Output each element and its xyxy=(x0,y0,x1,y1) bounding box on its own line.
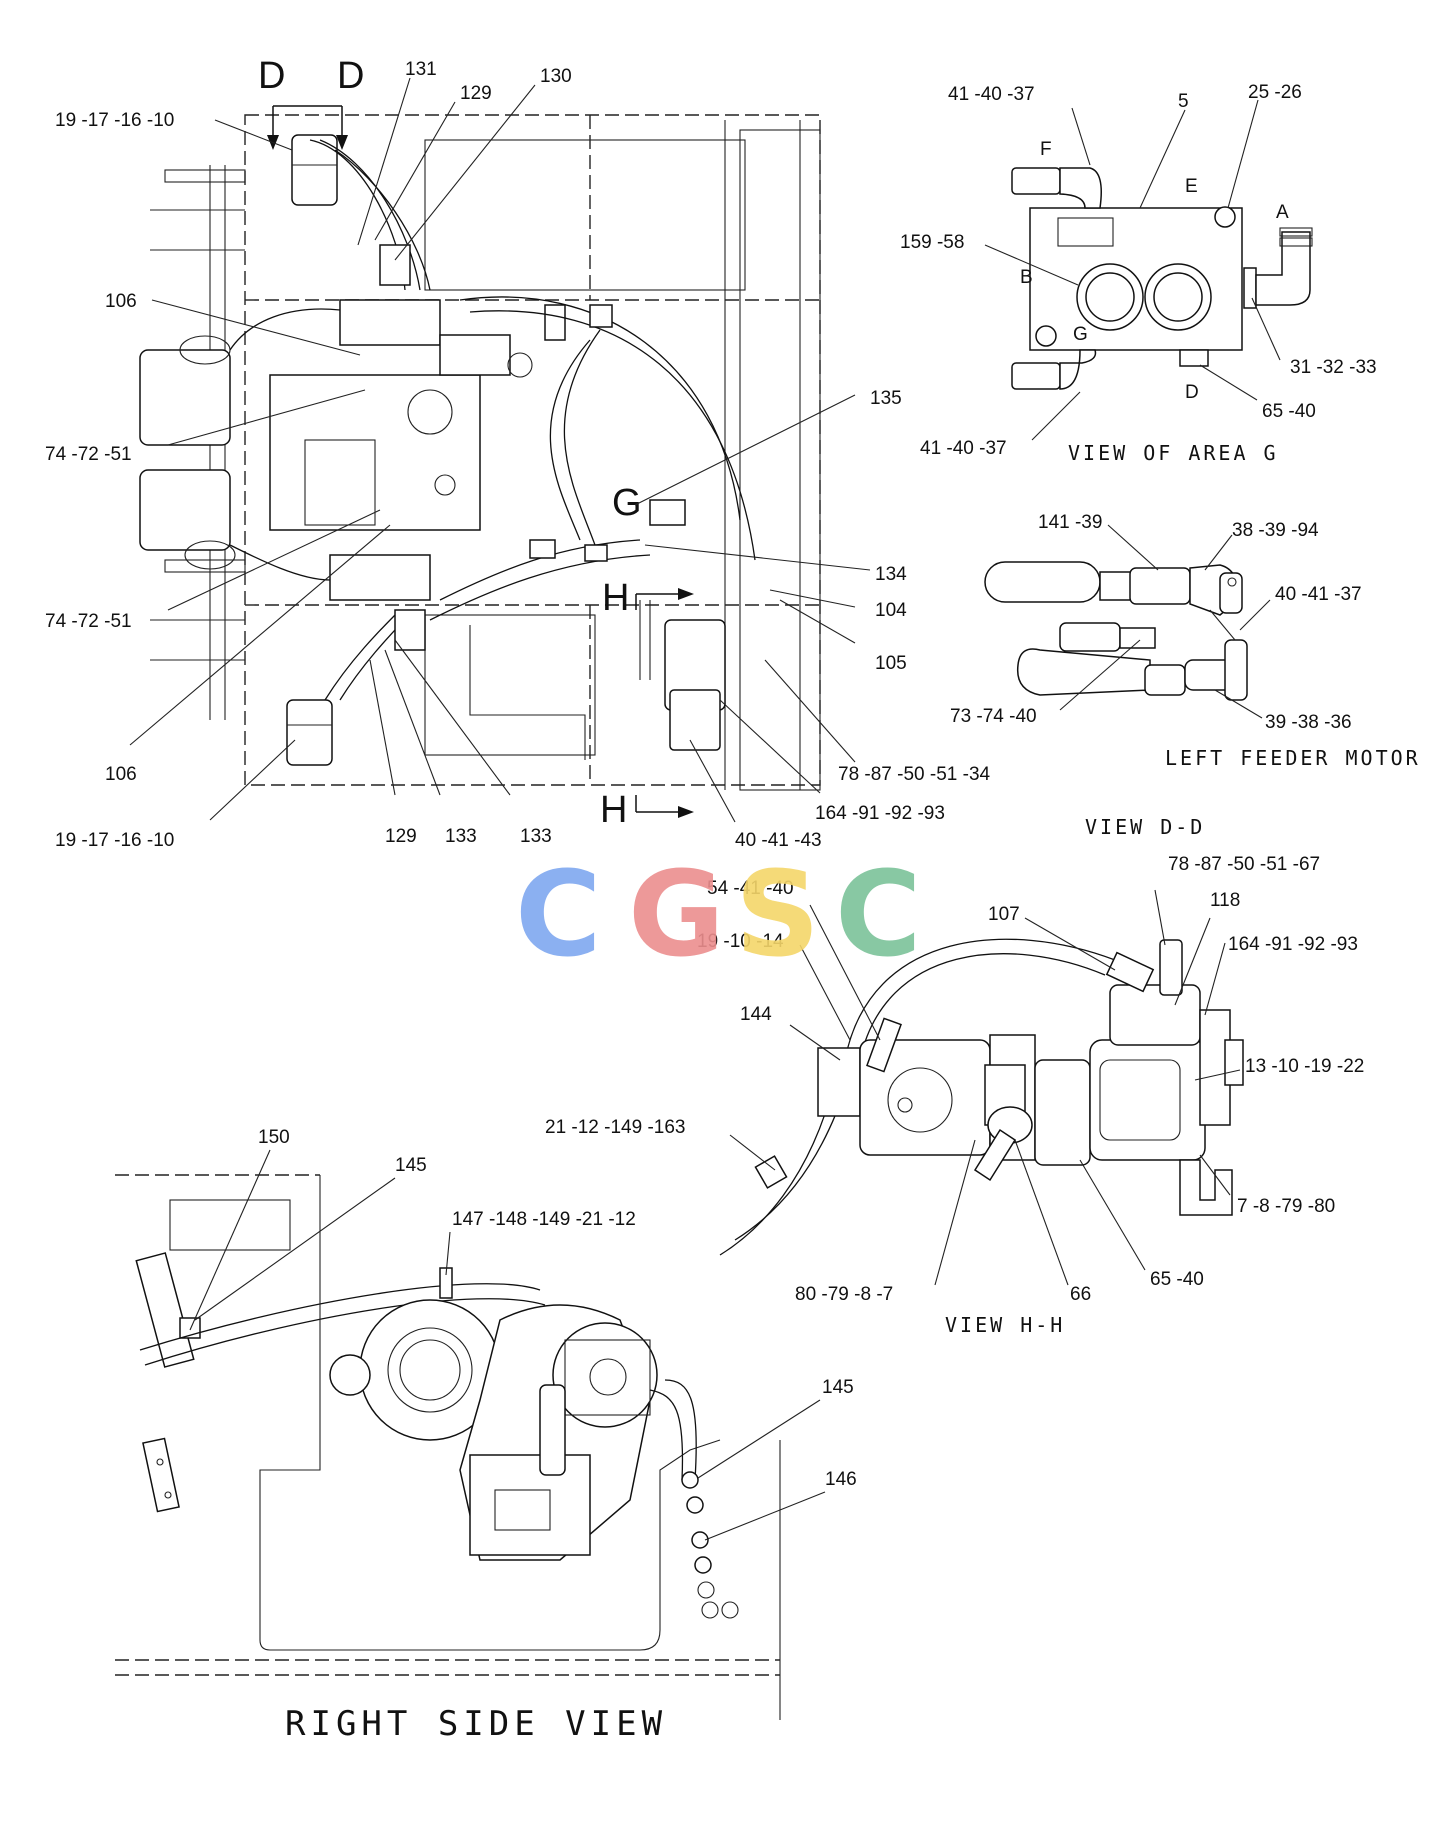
callout-label: 145 xyxy=(395,1155,427,1176)
callout-label: 65 -40 xyxy=(1150,1269,1204,1290)
callout-label: 134 xyxy=(875,564,907,585)
callout-label: 40 -41 -37 xyxy=(1275,584,1362,605)
callout-label: 164 -91 -92 -93 xyxy=(815,803,945,824)
callout-label: 150 xyxy=(258,1127,290,1148)
callout-label: 145 xyxy=(822,1377,854,1398)
view-subtitle: LEFT FEEDER MOTOR xyxy=(1165,746,1421,770)
callout-label: 5 xyxy=(1178,91,1189,112)
callout-label: 19 -17 -16 -10 xyxy=(55,830,174,851)
view-d-d: 141 -39 38 -39 -94 40 -41 -37 73 -74 -40… xyxy=(950,512,1421,839)
callout-label: 54 -41 -40 xyxy=(707,878,794,899)
callout-label: 133 xyxy=(445,826,477,847)
callout-label: 135 xyxy=(870,388,902,409)
callout-label: 74 -72 -51 xyxy=(45,444,132,465)
callout-label: 80 -79 -8 -7 xyxy=(795,1284,893,1305)
callout-label: 144 xyxy=(740,1004,772,1025)
port-letter: E xyxy=(1185,176,1198,197)
callout-label: 133 xyxy=(520,826,552,847)
watermark: C G S C xyxy=(515,845,922,983)
callout-label: 147 -148 -149 -21 -12 xyxy=(452,1209,636,1230)
section-mark-d: D xyxy=(258,55,285,97)
callout-label: 141 -39 xyxy=(1038,512,1102,533)
control-valve-body xyxy=(1029,207,1243,351)
callout-label: 7 -8 -79 -80 xyxy=(1237,1196,1335,1217)
callout-label: 118 xyxy=(1210,890,1240,911)
callout-label: 159 -58 xyxy=(900,232,964,253)
port-letter: B xyxy=(1020,267,1033,288)
watermark-letter: C xyxy=(835,845,922,983)
callout-label: 19 -17 -16 -10 xyxy=(55,110,174,131)
callout-label: 129 xyxy=(460,83,492,104)
port-letter: F xyxy=(1040,139,1052,160)
port-letter: A xyxy=(1276,202,1289,223)
callout-label: 73 -74 -40 xyxy=(950,706,1037,727)
section-mark-d: D xyxy=(337,55,364,97)
main-top-view: D D H H G 19 -17 -16 -10 131 1 xyxy=(45,55,991,851)
view-title: VIEW H-H xyxy=(945,1313,1065,1337)
section-mark-h: H xyxy=(602,577,629,619)
callout-label: 106 xyxy=(105,291,137,312)
watermark-letter: C xyxy=(515,845,602,983)
callout-label: 25 -26 xyxy=(1248,82,1302,103)
view-title: VIEW OF AREA G xyxy=(1068,441,1279,465)
callout-label: 105 xyxy=(875,653,907,674)
callout-label: 106 xyxy=(105,764,137,785)
callout-label: 38 -39 -94 xyxy=(1232,520,1319,541)
callout-label: 164 -91 -92 -93 xyxy=(1228,934,1358,955)
area-mark-g: G xyxy=(612,482,642,524)
callout-label: 40 -41 -43 xyxy=(735,830,822,851)
callout-label: 78 -87 -50 -51 -67 xyxy=(1168,854,1320,875)
callout-label: 41 -40 -37 xyxy=(920,438,1007,459)
watermark-letter: S xyxy=(735,845,820,983)
callout-label: 19 -10 -14 xyxy=(697,931,784,952)
watermark-letter: G xyxy=(628,845,725,983)
port-letter: D xyxy=(1185,382,1199,403)
callout-label: 129 xyxy=(385,826,417,847)
callout-label: 66 xyxy=(1070,1284,1091,1305)
callout-label: 39 -38 -36 xyxy=(1265,712,1352,733)
callout-label: 104 xyxy=(875,600,907,621)
view-of-area-g: F E A B G D 41 -40 -37 5 25 -26 159 -58 … xyxy=(900,82,1377,465)
callout-label: 78 -87 -50 -51 -34 xyxy=(838,764,991,785)
right-side-view: 150 145 147 -148 -149 -21 -12 145 146 RI… xyxy=(115,1127,857,1744)
callout-label: 21 -12 -149 -163 xyxy=(545,1117,686,1138)
callout-label: 13 -10 -19 -22 xyxy=(1245,1056,1364,1077)
port-letter: G xyxy=(1073,324,1088,345)
callout-label: 130 xyxy=(540,66,572,87)
callout-label: 74 -72 -51 xyxy=(45,611,132,632)
callout-label: 31 -32 -33 xyxy=(1290,357,1377,378)
view-title: RIGHT SIDE VIEW xyxy=(285,1704,667,1744)
callout-label: 41 -40 -37 xyxy=(948,84,1035,105)
section-mark-h: H xyxy=(600,789,627,831)
callout-label: 65 -40 xyxy=(1262,401,1316,422)
callout-label: 146 xyxy=(825,1469,857,1490)
callout-label: 107 xyxy=(988,904,1020,925)
view-h-h: 54 -41 -40 19 -10 -14 78 -87 -50 -51 -67… xyxy=(545,854,1364,1337)
view-title: VIEW D-D xyxy=(1085,815,1205,839)
callout-label: 131 xyxy=(405,59,437,80)
